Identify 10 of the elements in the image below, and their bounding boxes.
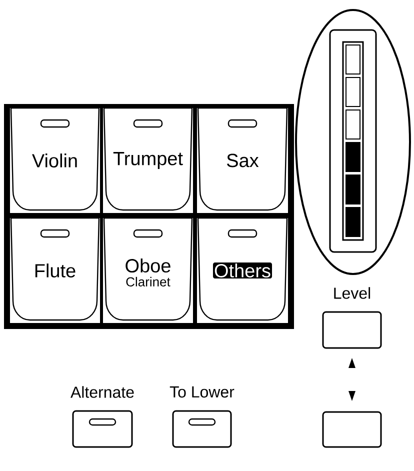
- instrument-button: Oboe Clarinet: [103, 217, 193, 323]
- instrument-button: Trumpet: [103, 107, 193, 213]
- button: [322, 411, 382, 448]
- button-label: Alternate: [70, 386, 134, 398]
- instrument-button: Violin: [10, 107, 100, 213]
- button-label: To Lower: [170, 386, 234, 398]
- button-label: Level: [334, 287, 370, 299]
- instrument-button: Sax: [197, 107, 288, 213]
- instrument-button: Others: [197, 217, 288, 323]
- instrument-button: Flute: [10, 217, 100, 323]
